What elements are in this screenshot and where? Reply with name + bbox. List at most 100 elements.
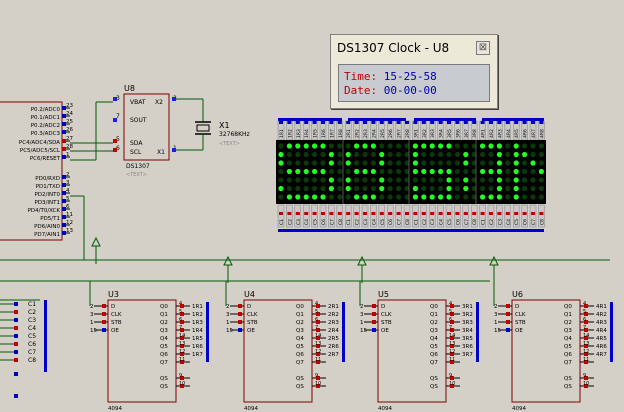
rtc-pin-vbat: VBAT xyxy=(130,99,146,106)
led-dot xyxy=(379,160,385,166)
sr-net-label: 3R4 xyxy=(462,328,473,334)
matrix-top-pin-marker xyxy=(388,121,393,124)
matrix-top-label: 2R7 xyxy=(397,129,403,138)
sr-pin-name: STB xyxy=(515,320,526,326)
sr-net-label: 2R5 xyxy=(328,336,339,342)
led-dot xyxy=(362,185,368,192)
led-dot xyxy=(345,194,351,200)
matrix-bottom-pin-marker xyxy=(363,212,367,215)
matrix-bottom-pin xyxy=(487,204,495,228)
matrix-top-label: 3R2 xyxy=(422,129,428,138)
sr-pin-number: 2 xyxy=(494,304,498,310)
led-dot xyxy=(538,185,545,192)
led-dot xyxy=(396,151,402,158)
sr-pin-number: 9 xyxy=(583,373,586,379)
sr-pin-name: Q6 xyxy=(564,352,572,358)
led-dot xyxy=(387,151,393,158)
sr-pin-name: Q1 xyxy=(564,312,572,318)
matrix-top-label: 3R6 xyxy=(455,129,461,138)
sr-net-label: 2R7 xyxy=(328,352,339,358)
rtc-pin-marker xyxy=(113,118,117,122)
matrix-bus-bar xyxy=(348,118,406,121)
sr-pin-name: QS xyxy=(430,376,438,382)
led-dot xyxy=(278,160,284,166)
mcu-pin-marker xyxy=(62,199,66,203)
sr-net-label: 1R5 xyxy=(192,336,203,342)
matrix-bottom-pin-marker xyxy=(329,212,334,215)
led-dot xyxy=(454,168,460,175)
matrix-top-label: 1R1 xyxy=(279,129,285,138)
crystal-text-tag: <TEXT> xyxy=(219,141,240,147)
led-dot xyxy=(320,143,326,149)
led-dot xyxy=(463,194,469,200)
bus-bar xyxy=(44,300,47,372)
matrix-top-pin-marker xyxy=(522,121,527,124)
led-dot xyxy=(286,151,292,158)
matrix-top-label: 3R3 xyxy=(430,129,436,138)
led-dot xyxy=(362,143,368,149)
close-button[interactable]: ⊠ xyxy=(476,41,490,55)
led-dot xyxy=(295,160,301,166)
led-dot xyxy=(496,177,502,183)
led-dot xyxy=(370,151,376,158)
led-dot xyxy=(530,177,536,183)
led-dot xyxy=(312,143,318,149)
led-dot xyxy=(320,185,326,192)
sr-pin-name: Q2 xyxy=(296,320,304,326)
sr-pin-marker xyxy=(316,352,320,356)
sr-pin-marker xyxy=(372,328,376,332)
rtc-chip[interactable]: U8 VBAT X2 SOUT SDA SCL X1 3 2 7 5 6 1 D… xyxy=(113,84,177,178)
matrix-bottom-pin-marker xyxy=(447,212,451,215)
sr-pin-name: Q5 xyxy=(564,344,572,350)
led-dot xyxy=(463,160,469,166)
led-dot xyxy=(354,160,360,166)
sr-pin-name: Q3 xyxy=(296,328,304,334)
crystal[interactable]: X1 32768KHz <TEXT> xyxy=(176,98,250,151)
led-dot xyxy=(412,143,418,149)
led-dot xyxy=(505,194,511,200)
matrix-top-label: 4R1 xyxy=(481,129,487,138)
led-dot xyxy=(429,143,435,149)
led-dot xyxy=(320,194,326,200)
rtc-part: DS1307 xyxy=(126,163,150,170)
mcu-pin-number: 23 xyxy=(66,103,73,109)
sr-pin-name: Q7 xyxy=(430,360,438,366)
matrix-bottom-pin-marker xyxy=(472,212,477,215)
sr-pin-marker xyxy=(584,328,588,332)
mcu-chip[interactable]: P0.2/ADC0P0.1/ADC1P0.2/ADC2P0.3/ADC3PC4/… xyxy=(0,101,73,241)
sr-pin-name: STB xyxy=(111,320,122,326)
led-dot xyxy=(404,194,410,200)
led-dot xyxy=(396,185,402,192)
led-dot xyxy=(303,194,309,200)
sr-pin-marker xyxy=(450,312,454,316)
sr-pin-name: Q5 xyxy=(430,344,438,350)
sr-net-label: 3R6 xyxy=(462,344,473,350)
matrix-top-label: 4R4 xyxy=(506,129,512,138)
matrix-bottom-pin-marker xyxy=(405,212,409,215)
led-dot xyxy=(354,168,360,175)
mcu-pin-number: 12 xyxy=(66,220,73,226)
sr-net-label: 1R6 xyxy=(192,344,203,350)
mcu-pin-number: 25 xyxy=(66,119,73,125)
sr-pin-number: 3 xyxy=(360,312,364,318)
led-dot xyxy=(312,151,318,158)
sr-net-label: 1R1 xyxy=(192,304,203,310)
matrix-top-pin-marker xyxy=(455,121,460,124)
led-dot xyxy=(446,160,452,166)
sr-ref: U6 xyxy=(512,290,523,299)
mcu-pin-number: 28 xyxy=(66,144,73,150)
ds1307-clock-window[interactable]: DS1307 Clock - U8 ⊠ Time: 15-25-58 Date:… xyxy=(330,34,498,109)
matrix-bottom-label: C2 xyxy=(489,219,495,225)
matrix-top-label: 3R8 xyxy=(472,129,478,138)
bus-pin-marker xyxy=(14,302,18,306)
sr-pin-name: QS xyxy=(160,376,168,382)
rtc-ref: U8 xyxy=(124,84,135,93)
led-dot xyxy=(312,177,318,183)
sr-body xyxy=(107,299,177,403)
